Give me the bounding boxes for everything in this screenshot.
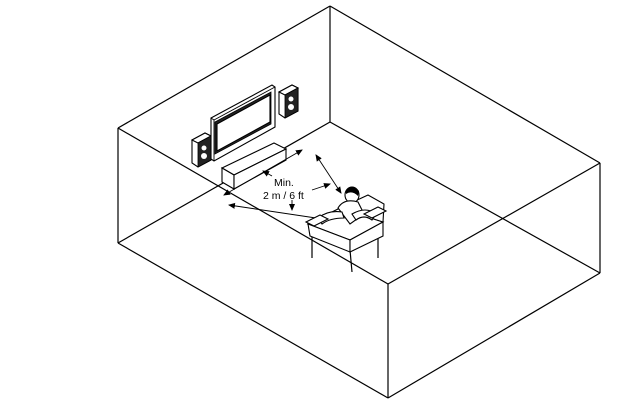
arrow-min-pointer — [262, 170, 273, 177]
distance-arrows — [223, 149, 342, 224]
distance-label: Min. 2 m / 6 ft — [263, 177, 304, 202]
listener-in-armchair — [304, 186, 388, 273]
arrow-min-right — [311, 183, 331, 191]
right-speaker — [277, 84, 300, 119]
arrow-right-speaker-to-listener — [315, 154, 342, 194]
label-min: Min. — [274, 177, 294, 189]
television — [210, 84, 276, 162]
left-speaker — [190, 132, 213, 168]
label-distance: 2 m / 6 ft — [263, 190, 304, 202]
